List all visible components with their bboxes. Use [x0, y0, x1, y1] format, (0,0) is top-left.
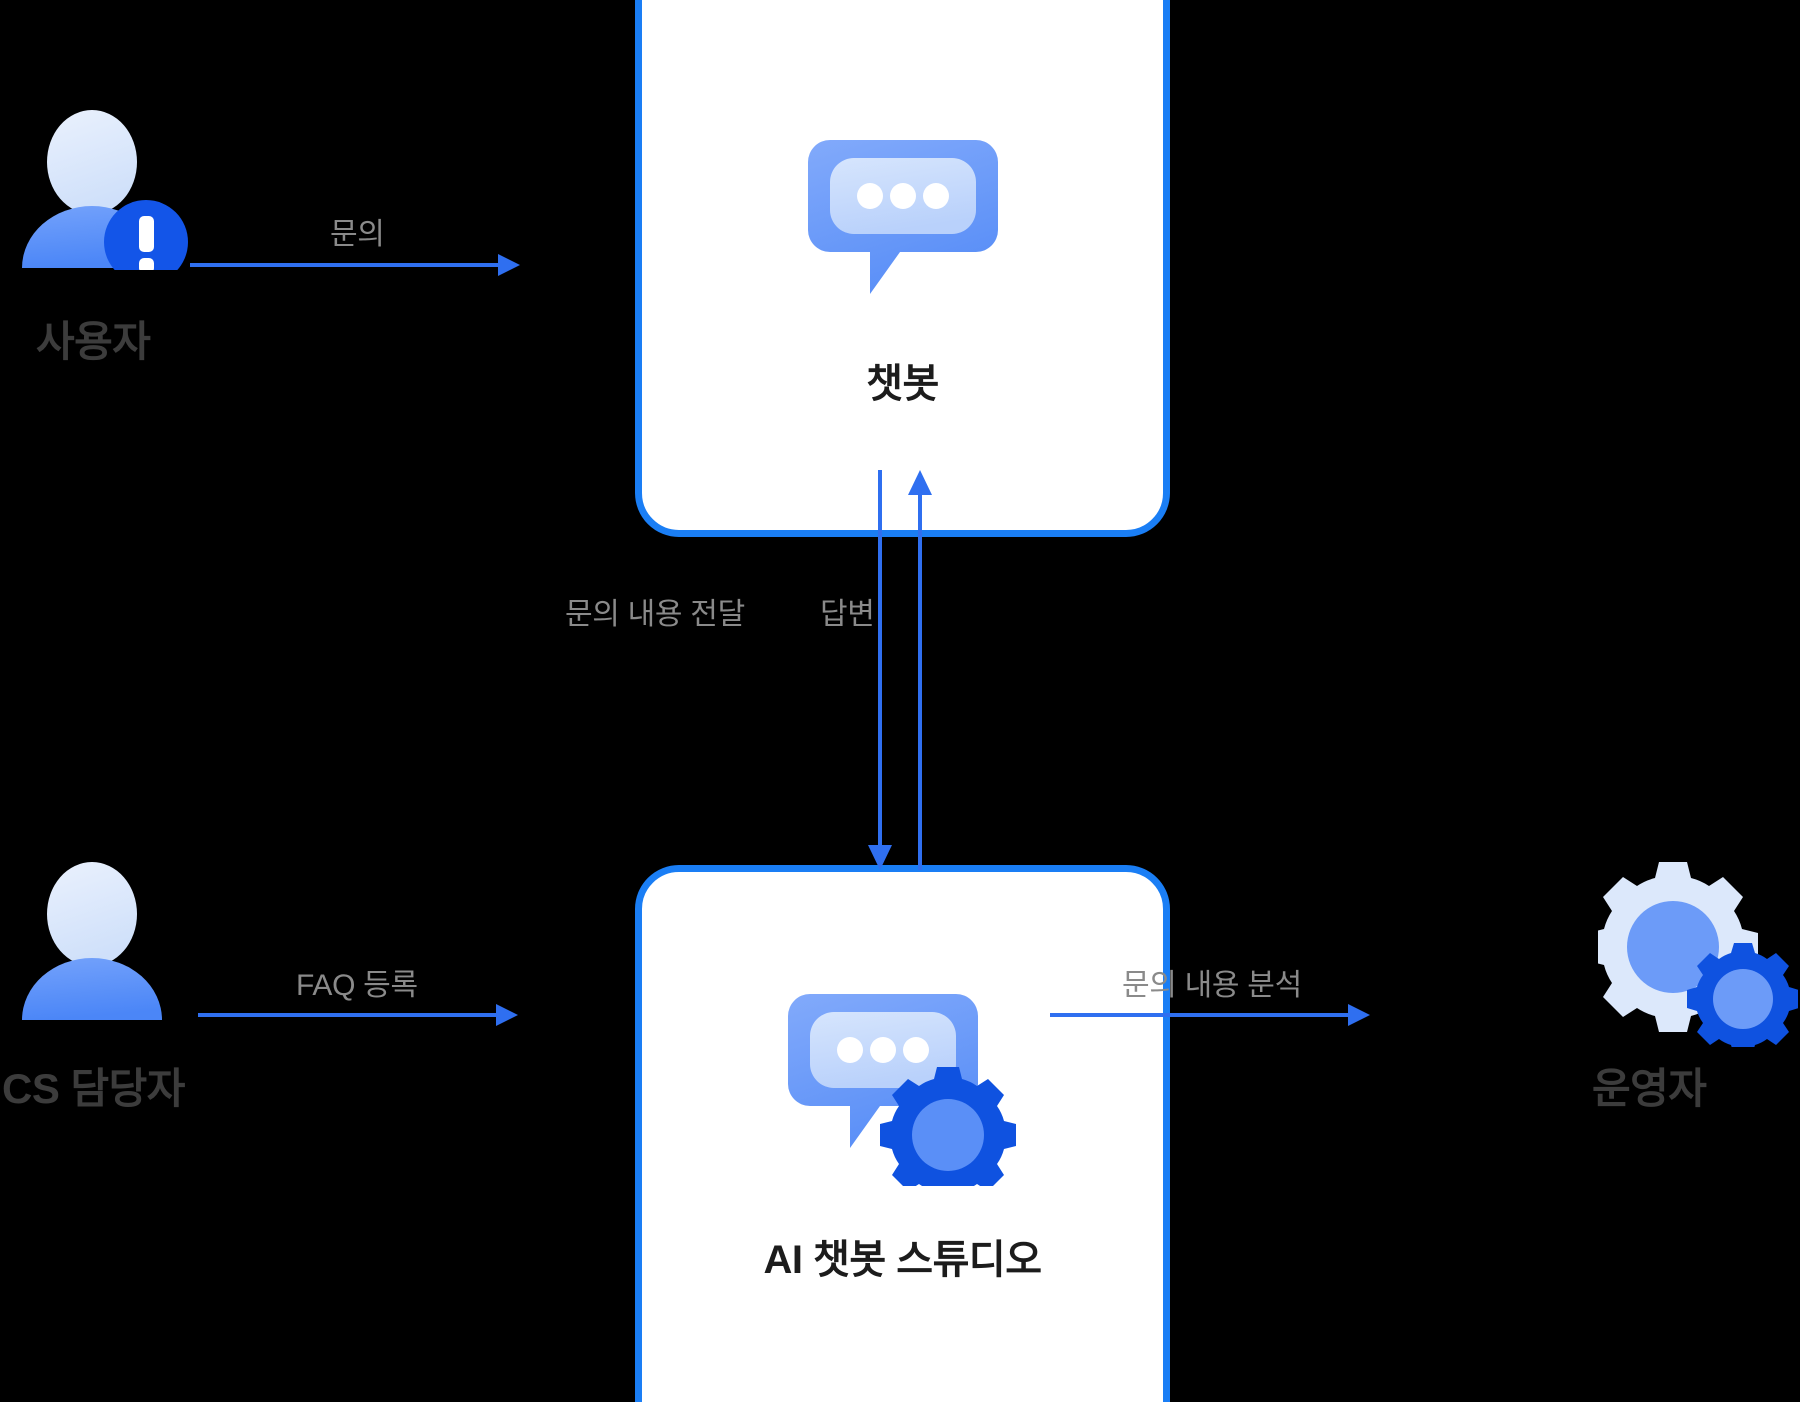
- edge-arrow-analyze: [1050, 1004, 1370, 1026]
- edge-arrow-faq: [198, 1004, 518, 1026]
- edge-arrow-inquiry: [190, 254, 520, 276]
- edge-label-faq: FAQ 등록: [296, 969, 418, 1002]
- node-studio-label: AI 챗봇 스튜디오: [763, 1237, 1042, 1282]
- edge-label-inquiry: 문의: [330, 218, 385, 251]
- node-studio-content: AI 챗봇 스튜디오: [763, 986, 1042, 1282]
- gear-overlay-icon: [879, 1066, 1016, 1186]
- node-chatbot-label: 챗봇: [866, 361, 939, 406]
- node-chatbot[interactable]: 챗봇: [635, 0, 1170, 537]
- edge-label-reply: 답변: [820, 598, 875, 631]
- edge-label-analyze: 문의 내용 분석: [1122, 969, 1302, 1002]
- actor-label-user: 사용자: [36, 318, 151, 365]
- actor-label-cs-agent: CS 담당자: [2, 1065, 185, 1112]
- edge-arrow-forward: [868, 470, 892, 870]
- gears-icon: [1598, 862, 1798, 1047]
- node-chatbot-content: 챗봇: [807, 132, 998, 406]
- edge-arrow-reply: [908, 470, 932, 870]
- user-alert-icon: [22, 110, 188, 270]
- chat-bubble-icon: [807, 139, 998, 294]
- user-icon: [22, 862, 162, 1020]
- actor-label-operator: 운영자: [1592, 1065, 1707, 1112]
- chat-bubble-gear-icon: [787, 993, 1016, 1186]
- edge-label-forward: 문의 내용 전달: [565, 598, 745, 631]
- node-ai-chatbot-studio[interactable]: AI 챗봇 스튜디오: [635, 865, 1170, 1402]
